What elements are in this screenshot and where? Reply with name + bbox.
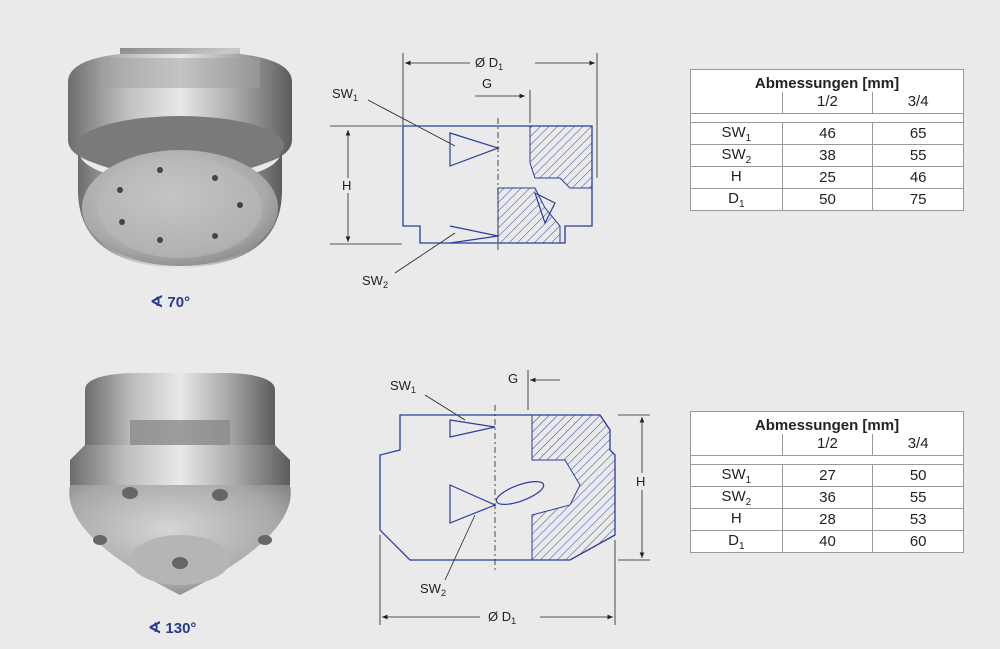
label-d1: Ø D1: [488, 609, 516, 626]
nozzle-photo-130: [69, 373, 291, 595]
label-h: H: [342, 178, 351, 193]
nozzle-section-130: ∢ 130° G SW1 H SW2 Ø D1 Abmessungen [mm]: [0, 340, 1000, 649]
label-h: H: [636, 474, 645, 489]
col-header-3-4: 3/4: [872, 92, 964, 114]
technical-drawing-130: G SW1 H SW2 Ø D1: [379, 370, 650, 626]
col-header-1-2: 1/2: [781, 434, 874, 456]
table-row: D1 40 60: [690, 530, 964, 553]
spray-angle-70: ∢ 70°: [150, 292, 190, 312]
col-header-1-2: 1/2: [781, 92, 874, 114]
label-g: G: [508, 371, 518, 386]
technical-drawing-70: Ø D1 G SW1 H SW2: [330, 53, 598, 290]
label-sw1: SW1: [332, 86, 358, 103]
table-row: SW1 46 65: [690, 122, 964, 145]
spray-angle-value: 130°: [165, 619, 197, 637]
table-title: Abmessungen [mm]: [690, 411, 964, 434]
angle-icon: ∢: [148, 620, 162, 637]
angle-icon: ∢: [150, 294, 164, 311]
label-sw2: SW2: [362, 273, 388, 290]
table-row: SW2 36 55: [690, 486, 964, 509]
label-sw2: SW2: [420, 581, 446, 598]
table-row: SW2 38 55: [690, 144, 964, 167]
table-title: Abmessungen [mm]: [690, 69, 964, 92]
nozzle-photo-70: [68, 48, 292, 268]
table-row: H 28 53: [690, 508, 964, 531]
label-g: G: [482, 76, 492, 91]
spray-angle-130: ∢ 130°: [148, 618, 196, 638]
nozzle-section-70: ∢ 70° Ø D1 G SW1 H SW2 Abmessungen [mm]: [68, 48, 964, 312]
label-sw1: SW1: [390, 378, 416, 395]
table-row: H 25 46: [690, 166, 964, 189]
spray-angle-value: 70°: [167, 293, 191, 311]
table-row: D1 50 75: [690, 188, 964, 211]
dimensions-table-130: Abmessungen [mm] 1/2 3/4 SW1 27 50 SW2 3…: [690, 411, 964, 553]
dimensions-table-70: Abmessungen [mm] 1/2 3/4 SW1 46 65 SW2 3…: [690, 69, 964, 211]
table-row: SW1 27 50: [690, 464, 964, 487]
col-header-3-4: 3/4: [872, 434, 964, 456]
label-d1: Ø D1: [475, 55, 503, 72]
